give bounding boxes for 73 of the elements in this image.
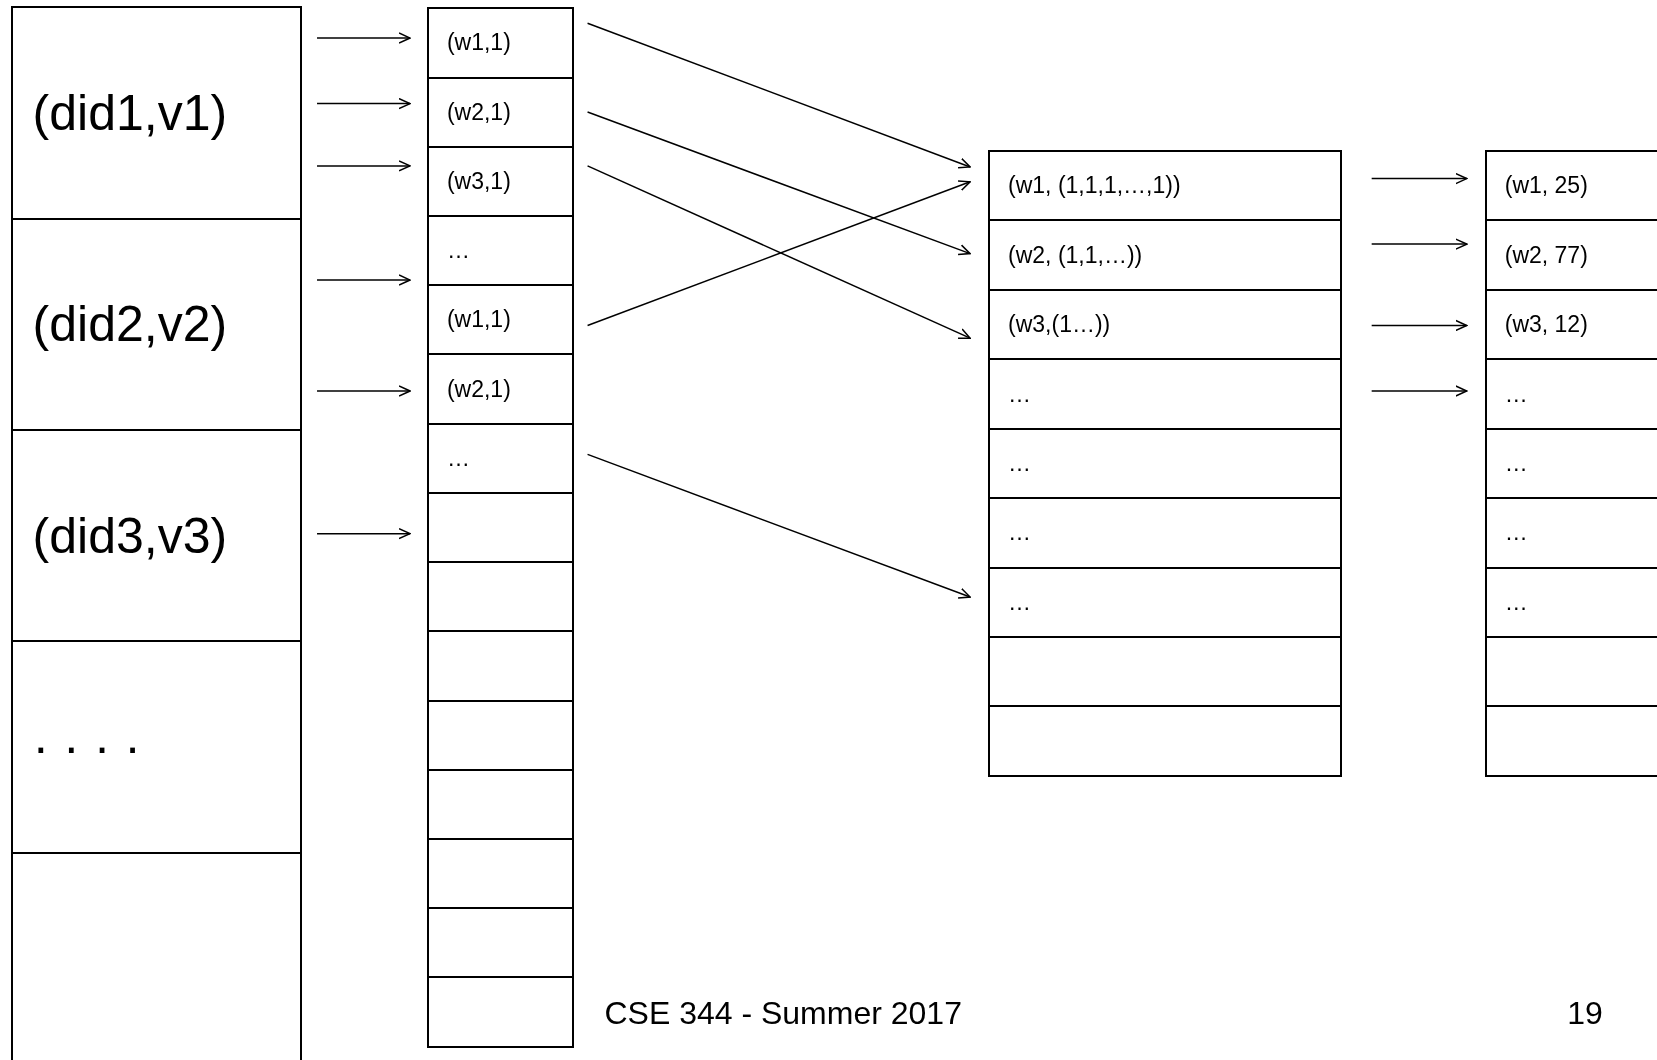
cell-text: (w1, 25): [1504, 172, 1588, 200]
cell-text: (did3,v3): [32, 506, 228, 565]
cell-text: …: [446, 444, 470, 472]
arrow: [586, 111, 971, 256]
arrow: [316, 97, 411, 110]
empty-table-cell: [426, 976, 574, 1048]
arrow: [316, 274, 411, 286]
cell-text: …: [1504, 588, 1528, 616]
table-cell: [10, 640, 303, 854]
table-cell: [426, 76, 574, 148]
empty-table-cell: [426, 630, 574, 702]
table-cell: [1484, 150, 1657, 222]
empty-table-cell: [426, 491, 574, 564]
table-cell: [988, 219, 1342, 291]
cell-text: (w2, 77): [1504, 241, 1588, 269]
arrow: [586, 165, 971, 339]
table-cell: [426, 215, 574, 287]
empty-table-cell: [426, 768, 574, 840]
arrow: [316, 160, 411, 172]
cell-text: …: [1008, 588, 1032, 616]
table-cell: [426, 7, 574, 79]
cell-text: (w1,1): [446, 29, 511, 57]
cell-text: …: [1504, 449, 1528, 477]
cell-text: · · · ·: [32, 718, 141, 777]
table-cell: [426, 422, 574, 494]
cell-text: …: [1504, 519, 1528, 547]
arrow: [316, 385, 411, 397]
table-cell: [988, 497, 1342, 569]
cell-text: (w2, (1,1,…)): [1008, 241, 1143, 269]
empty-table-cell: [426, 699, 574, 771]
page-number: 19: [1567, 995, 1603, 1033]
table-cell: [988, 427, 1342, 500]
arrow: [316, 32, 411, 44]
empty-table-cell: [1484, 705, 1657, 777]
table-cell: [988, 288, 1342, 361]
cell-text: (w2,1): [446, 375, 511, 403]
table-cell: [426, 145, 574, 218]
cell-text: …: [446, 237, 470, 265]
empty-table-cell: [988, 636, 1342, 708]
table-cell: [426, 353, 574, 425]
empty-table-cell: [426, 907, 574, 979]
cell-text: (did1,v1): [32, 84, 228, 142]
arrow: [1370, 172, 1468, 185]
cell-text: …: [1008, 380, 1032, 408]
cell-text: (did2,v2): [32, 295, 228, 354]
arrow: [1370, 319, 1468, 332]
table-cell: [426, 284, 574, 356]
table-cell: [988, 150, 1342, 222]
arrow: [586, 453, 971, 599]
empty-table-cell: [426, 838, 574, 910]
empty-table-cell: [426, 561, 574, 633]
cell-text: …: [1008, 519, 1032, 547]
cell-text: (w3,(1…)): [1008, 311, 1111, 339]
cell-text: (w1,1): [446, 306, 511, 334]
table-cell: [10, 6, 303, 220]
table-cell: [10, 429, 303, 643]
table-cell: [10, 217, 303, 432]
table-cell: [988, 358, 1342, 430]
footer-text: CSE 344 - Summer 2017: [604, 995, 962, 1033]
arrow: [1370, 238, 1468, 250]
cell-text: (w3,1): [446, 167, 511, 195]
table-cell: [988, 566, 1342, 639]
cell-text: (w3, 12): [1504, 311, 1588, 339]
empty-table-cell: [10, 851, 303, 1060]
arrow: [316, 527, 411, 540]
arrow: [1370, 385, 1468, 397]
empty-table-cell: [988, 705, 1342, 777]
arrow: [586, 22, 971, 169]
cell-text: …: [1008, 449, 1032, 477]
cell-text: (w2,1): [446, 98, 511, 126]
arrow: [586, 180, 971, 327]
cell-text: …: [1504, 380, 1528, 408]
cell-text: (w1, (1,1,1,…,1)): [1008, 172, 1181, 200]
